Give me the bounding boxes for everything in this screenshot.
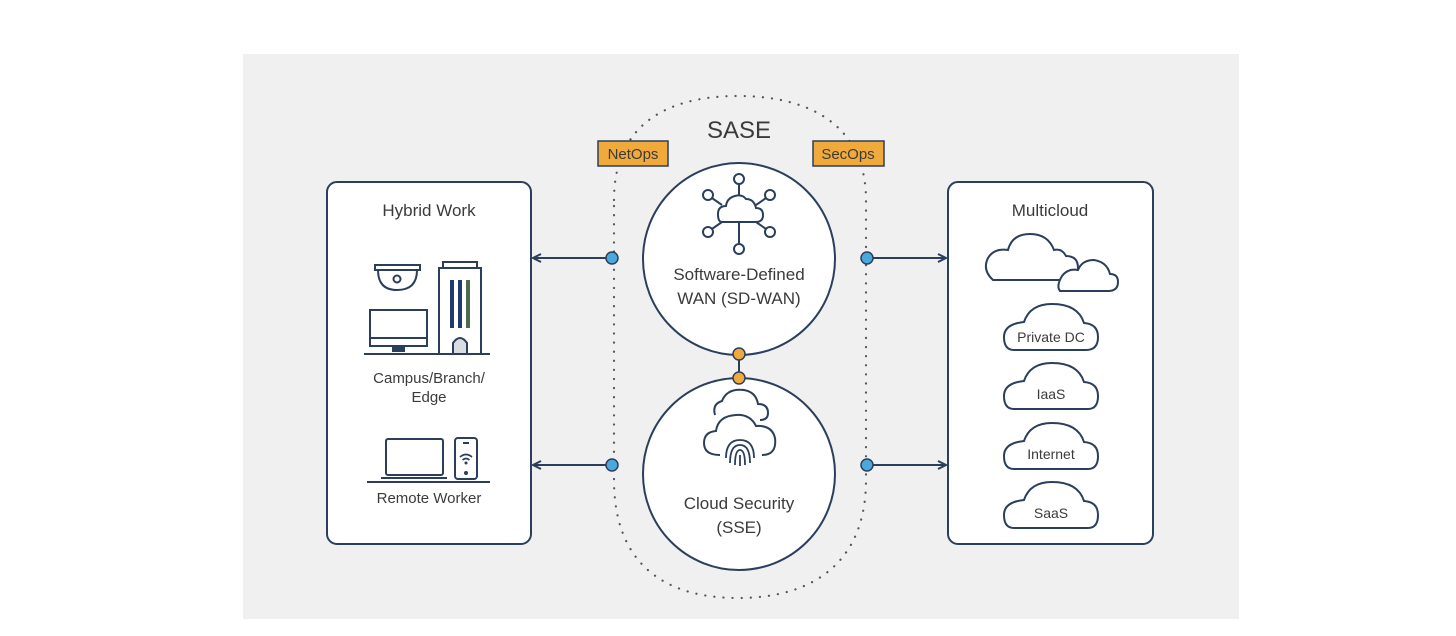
campus-label-line1: Campus/Branch/ bbox=[373, 370, 486, 387]
sase-title: SASE bbox=[707, 117, 771, 144]
connector-node bbox=[605, 251, 619, 265]
sdwan-node: Software-Defined WAN (SD-WAN) bbox=[642, 162, 836, 356]
cloud-saas: SaaS bbox=[1002, 480, 1100, 529]
svg-text:Internet: Internet bbox=[1027, 446, 1075, 462]
cloud-fingerprint-icon bbox=[702, 388, 777, 466]
sdwan-label-line1: Software-Defined bbox=[673, 265, 804, 284]
campus-branch-edge-icon bbox=[364, 261, 490, 355]
remote-worker-label: Remote Worker bbox=[377, 490, 482, 507]
multicloud-title: Multicloud bbox=[1012, 201, 1089, 220]
sse-label-line2: (SSE) bbox=[716, 518, 761, 537]
link-node bbox=[732, 371, 746, 385]
network-cloud-icon bbox=[702, 173, 776, 255]
cloud-internet: Internet bbox=[1002, 421, 1100, 470]
cloud-iaas: IaaS bbox=[1002, 361, 1100, 410]
multicloud-box: Multicloud Private DC IaaS Internet SaaS bbox=[947, 181, 1154, 545]
svg-text:Private DC: Private DC bbox=[1017, 329, 1085, 345]
sse-node: Cloud Security (SSE) bbox=[642, 377, 836, 571]
hybrid-work-title: Hybrid Work bbox=[382, 201, 476, 220]
netops-tag: NetOps bbox=[597, 140, 669, 167]
connector-node bbox=[860, 458, 874, 472]
connector-node bbox=[860, 251, 874, 265]
secops-tag: SecOps bbox=[812, 140, 885, 167]
campus-label-line2: Edge bbox=[411, 389, 446, 406]
sse-label-line1: Cloud Security bbox=[684, 494, 795, 513]
sdwan-label-line2: WAN (SD-WAN) bbox=[677, 289, 800, 308]
svg-text:SecOps: SecOps bbox=[821, 146, 874, 163]
connector-node bbox=[605, 458, 619, 472]
multicloud-icon bbox=[984, 232, 1120, 292]
laptop-phone-icon bbox=[367, 437, 490, 483]
cloud-private-dc: Private DC bbox=[1002, 302, 1100, 351]
hybrid-work-box: Hybrid Work Campus/Branch/ Edge bbox=[326, 181, 532, 545]
svg-text:IaaS: IaaS bbox=[1037, 386, 1066, 402]
link-node bbox=[732, 347, 746, 361]
connectors bbox=[533, 251, 946, 472]
svg-text:NetOps: NetOps bbox=[608, 146, 659, 163]
svg-text:SaaS: SaaS bbox=[1034, 505, 1068, 521]
